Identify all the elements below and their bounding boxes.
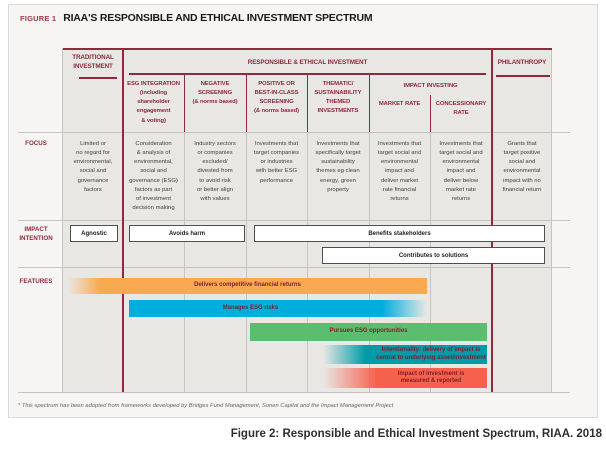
grid-line — [307, 132, 308, 392]
col-header-philanthropy: PHILANTHROPY — [497, 59, 547, 66]
subheader-divider — [307, 75, 308, 132]
feature-bar-pursues-esg-opportunities: Pursues ESG opportunities — [250, 323, 487, 341]
subheader-divider — [430, 95, 431, 132]
col-header-traditional-investment: TRADITIONAL INVESTMENT — [72, 54, 114, 71]
footnote: * This spectrum has been adopted from fr… — [18, 403, 394, 409]
intention-box-agnostic: Agnostic — [70, 225, 118, 242]
grid-line — [62, 48, 63, 392]
column-divider-traditional — [122, 48, 124, 392]
grid-line — [246, 132, 247, 392]
subheader-negative-screening: NEGATIVE SCREENING (& norms based) — [192, 81, 238, 106]
subheader-impact-investing: IMPACT INVESTING — [403, 83, 458, 89]
grid-line — [184, 132, 185, 392]
figure-number-label: FIGURE 1 — [20, 14, 57, 23]
feature-bar-impact-measured-reported: Impact of investment is measured & repor… — [323, 368, 487, 388]
intention-box-contributes-to-solutions: Contributes to solutions — [322, 247, 545, 264]
focus-cell-thematic: Investments that specifically target sus… — [315, 141, 361, 193]
header-underline — [79, 77, 117, 79]
subheader-esg-integration: ESG INTEGRATION (including shareholder e… — [127, 81, 180, 124]
row-label-features: FEATURES — [19, 278, 53, 285]
focus-cell-esg-integration: Consideration & analysis of environmenta… — [129, 141, 178, 211]
col-header-responsible-ethical-investment: RESPONSIBLE & ETHICAL INVESTMENT — [247, 59, 368, 66]
column-divider-philanthropy — [491, 48, 493, 392]
subheader-divider — [369, 75, 370, 132]
subheader-divider — [184, 75, 185, 132]
subheader-concessionary-rate: CONCESSIONARY RATE — [435, 101, 487, 117]
row-label-focus: FOCUS — [25, 140, 47, 147]
focus-cell-philanthropy: Grants that target positive social and e… — [502, 141, 542, 193]
focus-cell-traditional: Limited or no regard for environmental, … — [73, 141, 113, 193]
row-label-impact-intention: IMPACT INTENTION — [19, 226, 53, 243]
grid-line — [551, 48, 552, 392]
focus-cell-negative-screening: Industry sectors or companies excluded/ … — [194, 141, 236, 202]
feature-bar-intentionality: Intentionality: delivery of impact is ce… — [323, 345, 487, 364]
feature-bar-manages-esg-risks: Manages ESG risks — [129, 300, 427, 317]
grid-line — [18, 392, 570, 393]
table-top-border — [63, 48, 552, 50]
intention-box-benefits-stakeholders: Benefits stakeholders — [254, 225, 545, 242]
figure-title: RIAA'S RESPONSIBLE AND ETHICAL INVESTMEN… — [63, 12, 373, 24]
header-underline — [496, 75, 550, 77]
figure-heading: FIGURE 1 RIAA'S RESPONSIBLE AND ETHICAL … — [20, 12, 373, 24]
subheader-divider — [246, 75, 247, 132]
focus-cell-concessionary-rate: Investments that target social and envir… — [439, 141, 483, 202]
subheader-positive-screening: POSITIVE OR BEST-IN-CLASS SCREENING (& n… — [254, 81, 299, 115]
grid-line — [18, 132, 570, 133]
header-underline — [129, 73, 486, 75]
intention-box-avoids-harm: Avoids harm — [129, 225, 245, 242]
focus-cell-positive-screening: Investments that target companies or ind… — [253, 141, 300, 184]
subheader-thematic-investments: THEMATIC/ SUSTAINABILITY THEMED INVESTME… — [314, 81, 362, 115]
focus-cell-market-rate: Investments that target social and envir… — [377, 141, 422, 202]
subheader-market-rate: MARKET RATE — [378, 101, 421, 107]
grid-line — [18, 267, 570, 268]
feature-bar-delivers-competitive-financial-returns: Delivers competitive financial returns — [68, 278, 427, 294]
grid-line — [18, 220, 570, 221]
figure-caption: Figure 2: Responsible and Ethical Invest… — [230, 428, 602, 440]
